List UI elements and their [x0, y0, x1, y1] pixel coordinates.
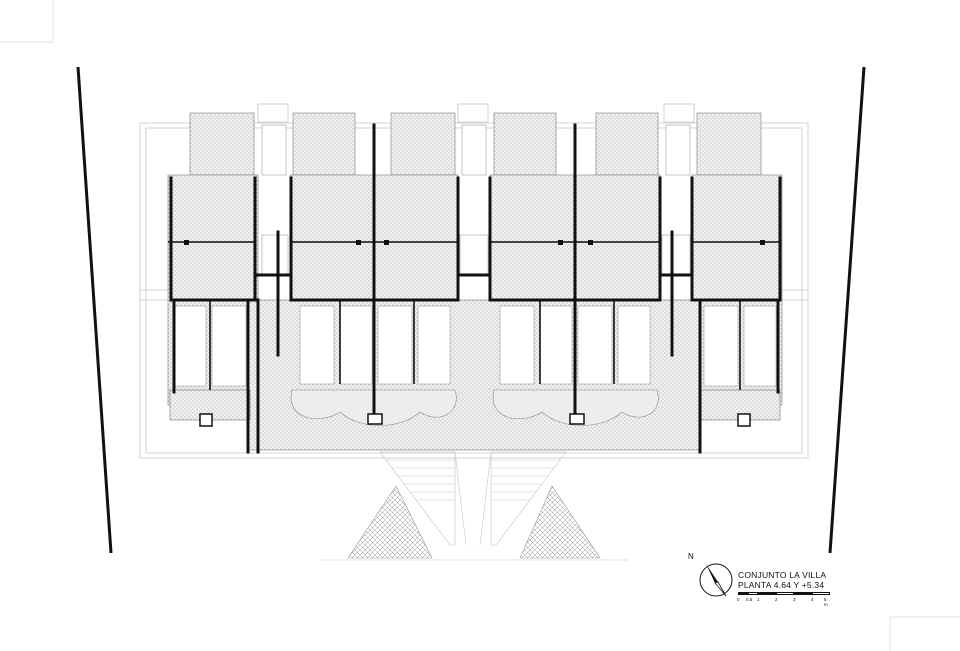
structural-walls — [169, 123, 782, 454]
scale-label: 4 — [811, 597, 814, 602]
scale-segment — [738, 592, 748, 595]
scale-label: 5 m — [824, 597, 828, 607]
plan-body — [167, 174, 783, 451]
room-voids — [173, 124, 777, 387]
north-letter: N — [688, 552, 694, 561]
scale-label: 0 — [737, 597, 740, 602]
scale-label: 3 — [793, 597, 796, 602]
right-triangular-planter — [519, 485, 601, 559]
drawing-title: PLANTA 4.64 Y +5.34 — [738, 580, 825, 590]
scale-label: 0.5 — [746, 597, 753, 602]
left-triangular-planter — [347, 485, 433, 559]
north-arrow: N — [688, 552, 736, 604]
scale-segment — [758, 592, 776, 595]
entry-stairs — [320, 451, 628, 561]
right-boundary-line — [828, 66, 866, 554]
scale-segment — [812, 592, 830, 595]
scale-segment — [748, 592, 758, 595]
scale-label: 2 — [775, 597, 778, 602]
project-name: CONJUNTO LA VILLA — [738, 570, 827, 580]
title-block: CONJUNTO LA VILLA PLANTA 4.64 Y +5.34 — [738, 570, 838, 590]
columns — [184, 240, 765, 245]
stair-wells — [199, 413, 751, 427]
compass-icon — [699, 563, 733, 597]
scale-label: 1 — [757, 597, 760, 602]
upper-room-blocks — [189, 112, 762, 176]
scale-bar: 0 0.5 1 2 3 4 5 m — [737, 592, 830, 607]
left-boundary-line — [76, 66, 113, 554]
scale-segment — [776, 592, 794, 595]
scale-segment — [794, 592, 812, 595]
partition-walls — [168, 241, 780, 390]
